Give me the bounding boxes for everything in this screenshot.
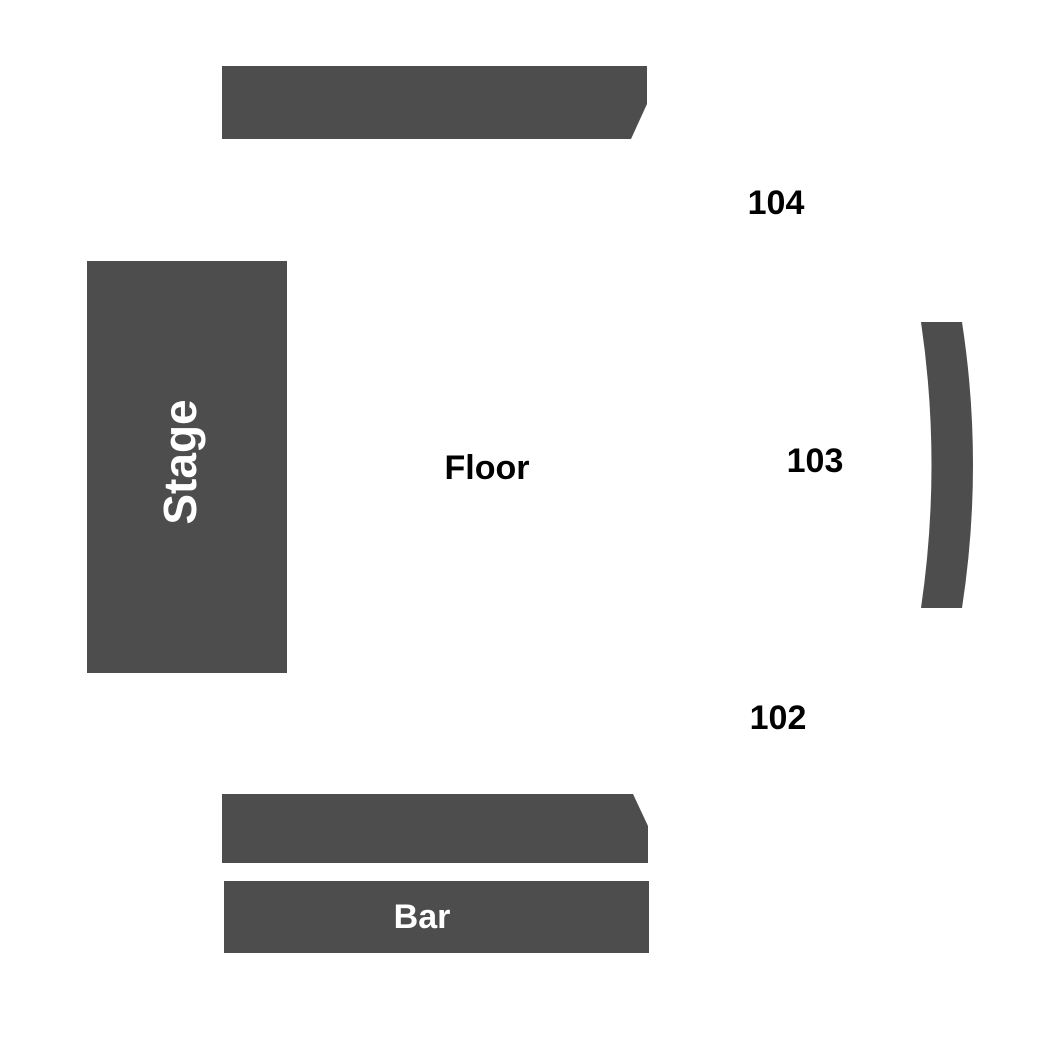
floor-label[interactable]: Floor [445, 449, 530, 487]
section-102-block[interactable] [222, 794, 648, 863]
section-102-label[interactable]: 102 [750, 699, 807, 737]
stage-label: Stage [154, 399, 206, 524]
bar-label: Bar [394, 898, 451, 936]
section-103-block[interactable] [921, 322, 973, 608]
stage-block[interactable] [87, 261, 287, 673]
section-104-block[interactable] [222, 66, 647, 139]
bar-block[interactable] [224, 881, 649, 953]
section-103-label[interactable]: 103 [787, 442, 844, 480]
section-104-label[interactable]: 104 [748, 184, 805, 222]
